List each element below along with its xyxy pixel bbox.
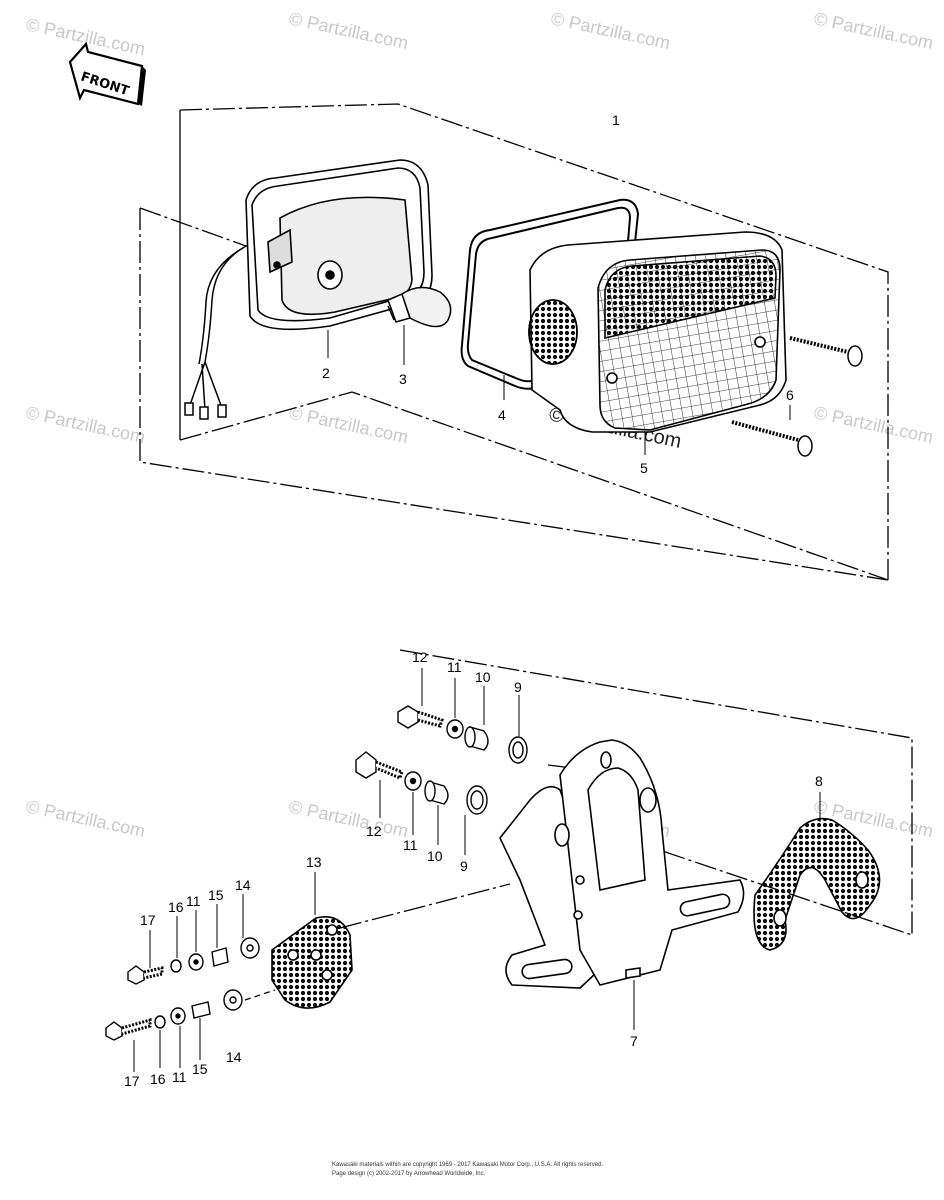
lens-screws xyxy=(731,336,863,457)
watermark: © Partzilla.com xyxy=(812,8,935,53)
copyright-line-1: Kawasaki materials within are copyright … xyxy=(332,1162,603,1168)
leader-lines xyxy=(327,325,791,455)
wiring-harness xyxy=(184,244,249,420)
watermark: © Partzilla.com xyxy=(549,8,672,53)
callout-9-mid: 9 xyxy=(460,858,468,874)
callout-14-lower: 14 xyxy=(226,1049,242,1065)
callout-11-mid: 11 xyxy=(403,837,418,853)
callout-5: 5 xyxy=(640,460,648,476)
watermark: © Partzilla.com xyxy=(287,796,410,841)
callout-12-upper: 12 xyxy=(412,649,428,665)
copyright-footer: Kawasaki materials within are copyright … xyxy=(332,1162,603,1177)
watermark: © Partzilla.com xyxy=(287,8,410,53)
watermark: © Partzilla.com xyxy=(287,402,410,447)
callout-17-lower: 17 xyxy=(124,1073,140,1089)
lens xyxy=(528,231,787,433)
assembly-outline xyxy=(139,103,889,581)
callout-7: 7 xyxy=(630,1033,638,1049)
watermark: © Partzilla.com xyxy=(24,402,147,447)
watermark: © Partzilla.com xyxy=(24,796,147,841)
hardware-row-upper xyxy=(397,705,528,764)
lamp-base xyxy=(245,159,433,331)
callout-9-upper: 9 xyxy=(514,679,522,695)
callout-11-upper: 11 xyxy=(447,659,462,675)
callout-4: 4 xyxy=(498,407,506,423)
reinforcement-plate xyxy=(753,817,881,951)
callout-6: 6 xyxy=(786,387,794,403)
hardware-row-mid xyxy=(355,751,488,815)
front-arrow-icon: FRONT xyxy=(68,41,146,106)
callout-15-lower: 15 xyxy=(192,1061,208,1077)
watermark: © Partzilla.com xyxy=(812,402,935,447)
license-bracket xyxy=(499,739,745,989)
callout-1: 1 xyxy=(612,112,620,128)
callout-8: 8 xyxy=(815,773,823,789)
copyright-line-2: Page design (c) 2002-2017 by Arrowhead W… xyxy=(332,1171,486,1177)
callout-10-mid: 10 xyxy=(427,848,443,864)
callout-3: 3 xyxy=(399,371,407,387)
leader-lines-lower xyxy=(133,668,821,1072)
callouts: 1 2 3 4 5 6 12 11 10 9 12 11 10 9 8 13 1… xyxy=(124,112,823,1089)
callout-15-upper: 15 xyxy=(208,887,224,903)
hardware-row-lower-a xyxy=(127,937,260,985)
callout-2: 2 xyxy=(322,365,330,381)
callout-11-lower-b: 11 xyxy=(172,1069,187,1085)
callout-17-upper: 17 xyxy=(140,912,156,928)
callout-16-upper: 16 xyxy=(168,899,184,915)
callout-12-mid: 12 xyxy=(366,823,382,839)
hardware-row-lower-b xyxy=(105,989,243,1041)
callout-14-upper: 14 xyxy=(235,877,251,893)
mounting-plate xyxy=(271,916,353,1009)
bulb-icon xyxy=(387,286,452,328)
callout-11-lower-a: 11 xyxy=(186,893,201,909)
callout-10-upper: 10 xyxy=(475,669,491,685)
callout-16-lower: 16 xyxy=(150,1071,166,1087)
watermarks: © Partzilla.com © Partzilla.com © Partzi… xyxy=(24,8,935,841)
callout-13: 13 xyxy=(306,854,322,870)
